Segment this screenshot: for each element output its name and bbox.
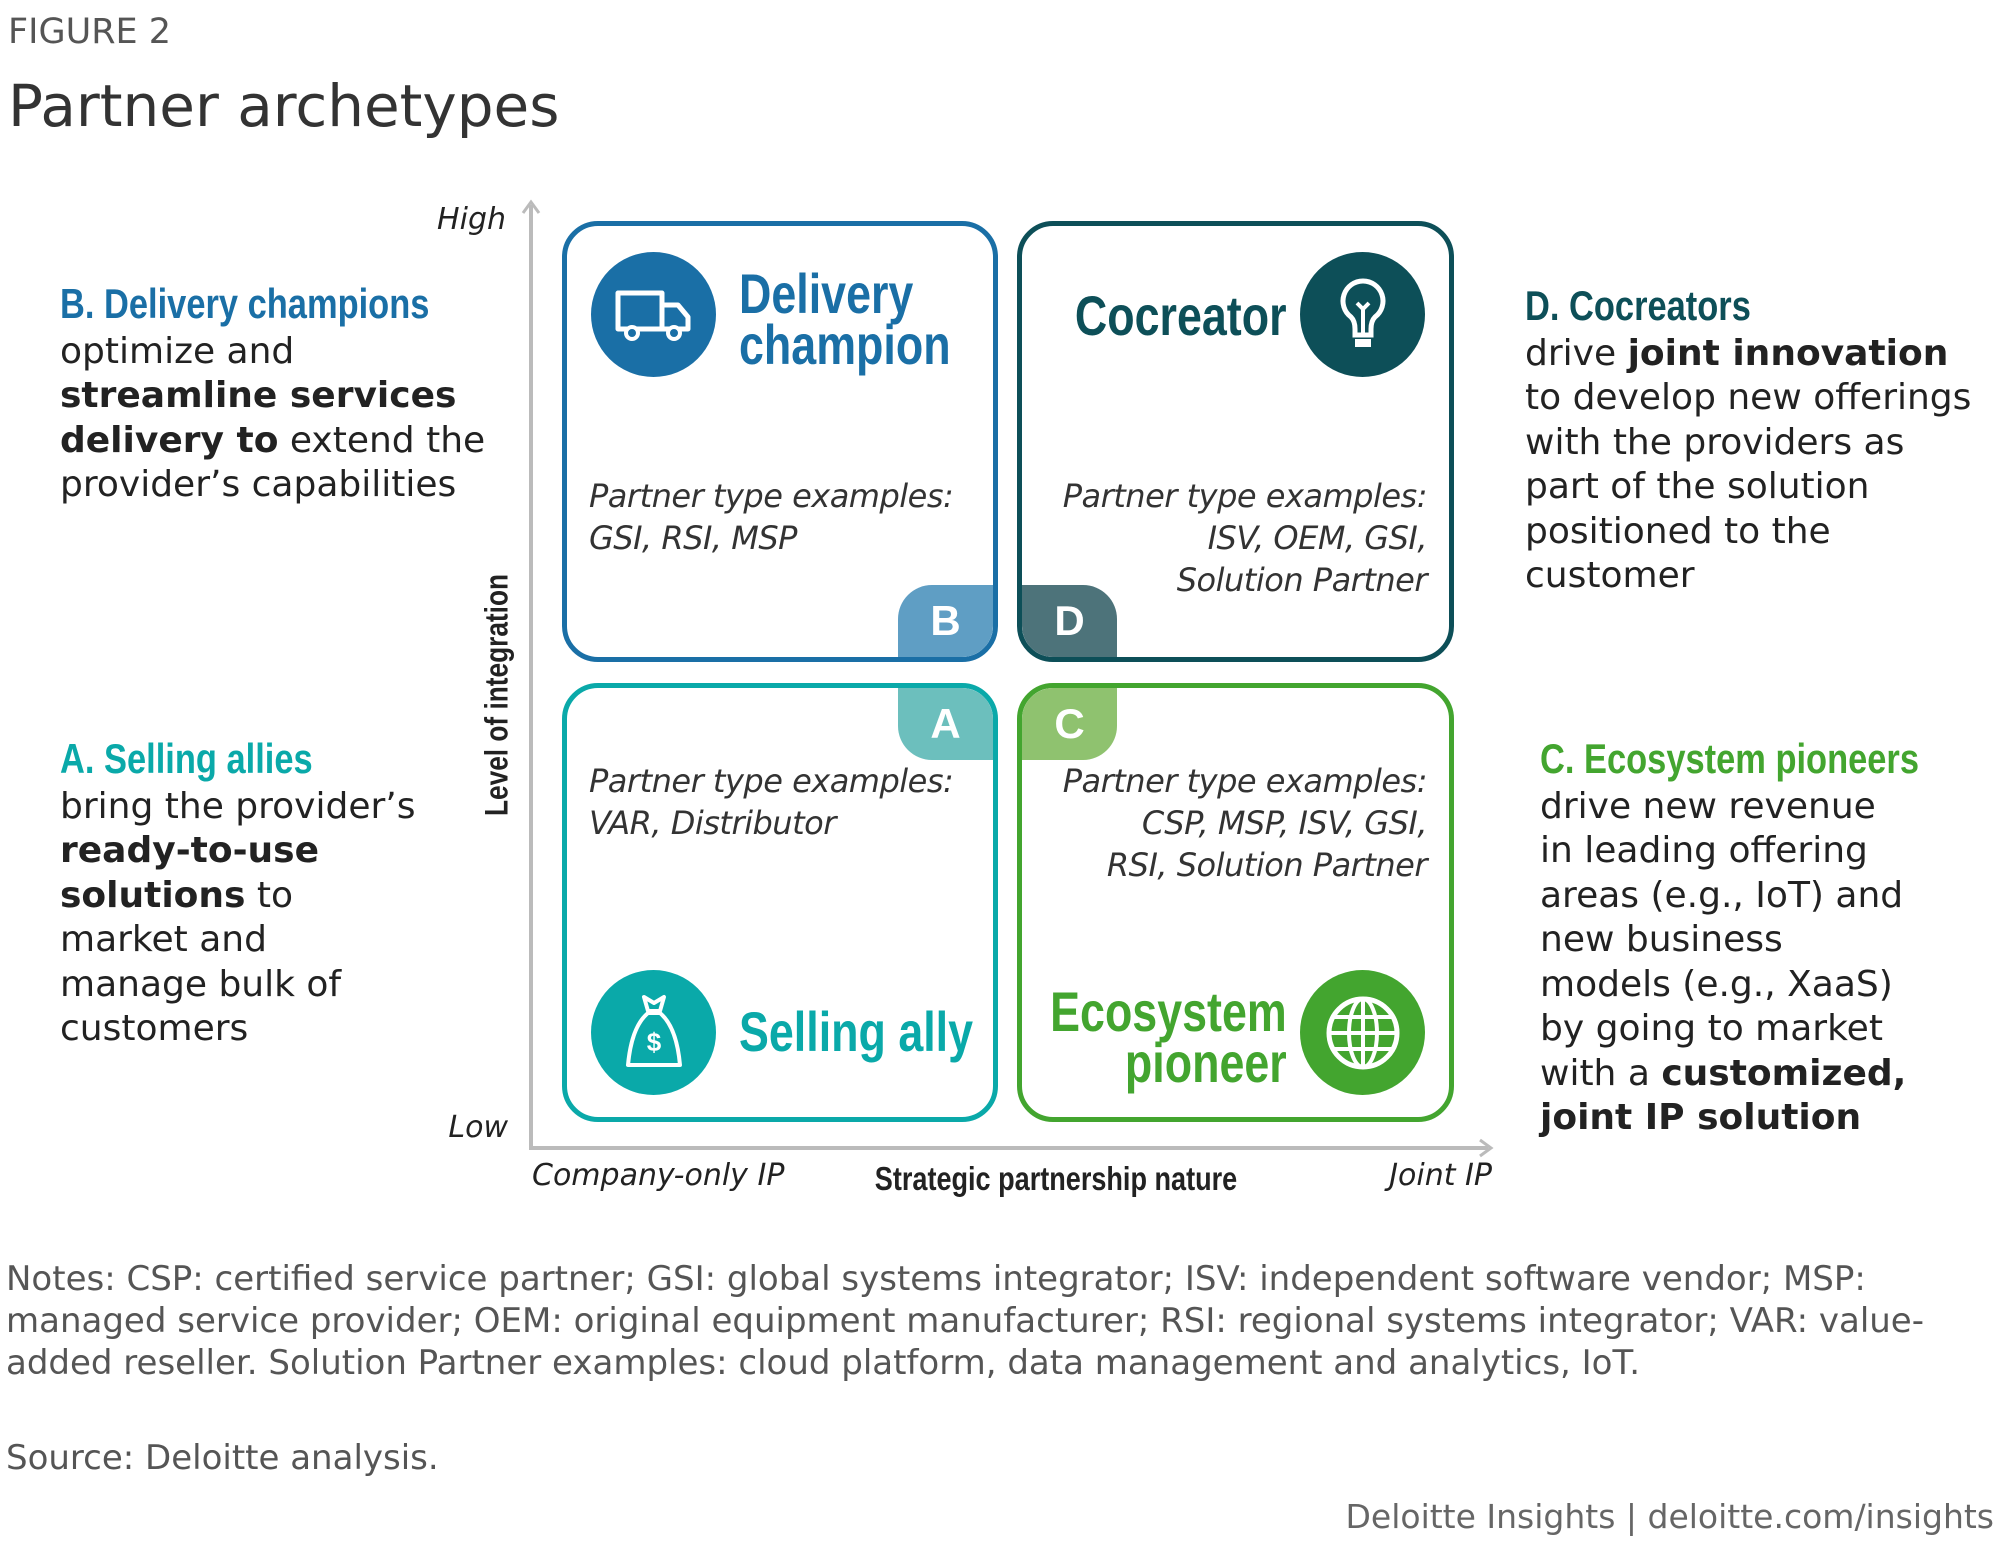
badge-b: B xyxy=(898,585,993,657)
description-c: C. Ecosystem pioneers drive new revenue … xyxy=(1540,736,1919,1141)
examples-label: Partner type examples: xyxy=(589,477,954,515)
quadrant-selling-ally: A Partner type examples: VAR, Distributor… xyxy=(562,683,998,1122)
globe-icon xyxy=(1300,970,1425,1095)
examples-line: CSP, MSP, ISV, GSI, xyxy=(1141,804,1428,842)
figure-label: FIGURE 2 xyxy=(8,12,172,52)
y-axis-title-text: Level of integration xyxy=(478,573,515,817)
description-text: optimize and xyxy=(60,330,295,372)
money-bag-icon: $ xyxy=(591,970,716,1095)
notes: Notes: CSP: certified service partner; G… xyxy=(6,1259,1924,1383)
quadrant-cocreator: Cocreator Partner type examples: ISV, OEM… xyxy=(1017,221,1454,662)
x-axis-title-text: Strategic partnership nature xyxy=(874,1160,1238,1197)
description-text: drive xyxy=(1525,332,1628,374)
examples-line: ISV, OEM, GSI, xyxy=(1207,519,1428,557)
quadrant-ecosystem-pioneer: C Partner type examples: CSP, MSP, ISV, G… xyxy=(1017,683,1454,1122)
title-line: champion xyxy=(739,313,951,376)
title-line: Ecosystem xyxy=(1050,980,1287,1043)
quadrant-title: Cocreator xyxy=(1075,284,1287,347)
badge-c: C xyxy=(1022,688,1117,760)
truck-icon xyxy=(591,252,716,377)
title-line: Delivery xyxy=(739,262,914,325)
description-text: extend the provider’s capabilities xyxy=(60,419,486,506)
description-d: D. Cocreators drive joint innovation to … xyxy=(1525,282,1975,599)
description-b-heading: B. Delivery champions xyxy=(60,280,430,327)
description-text: to market and manage bulk of customers xyxy=(60,874,342,1050)
badge-d: D xyxy=(1022,585,1117,657)
description-a-heading: A. Selling allies xyxy=(60,735,313,782)
x-right-label: Joint IP xyxy=(1389,1158,1492,1193)
x-left-label: Company-only IP xyxy=(532,1158,785,1193)
x-axis-arrow xyxy=(1479,1138,1494,1158)
partner-examples: Partner type examples: GSI, RSI, MSP xyxy=(589,475,954,559)
svg-text:$: $ xyxy=(646,1027,661,1057)
examples-label: Partner type examples: xyxy=(1062,762,1428,800)
examples-line: RSI, Solution Partner xyxy=(1106,846,1428,884)
description-text: to develop new offerings with the provid… xyxy=(1525,377,1972,596)
partner-examples: Partner type examples: CSP, MSP, ISV, GSI… xyxy=(1062,760,1428,886)
x-axis-title: Strategic partnership nature xyxy=(835,1160,1277,1198)
description-b: B. Delivery champions optimize and strea… xyxy=(60,280,500,508)
description-text: bring the provider’s xyxy=(60,785,416,827)
y-axis-arrow xyxy=(521,199,541,214)
y-low-label: Low xyxy=(448,1110,508,1145)
description-bold: ready-to-use solutions xyxy=(60,830,319,916)
quadrant-title: Selling ally xyxy=(739,1000,974,1063)
description-d-heading: D. Cocreators xyxy=(1525,282,1751,329)
description-bold: streamline services delivery to xyxy=(60,375,457,461)
y-high-label: High xyxy=(437,202,506,237)
description-bold: joint innovation xyxy=(1627,332,1949,374)
description-text: drive new revenue in leading offering ar… xyxy=(1540,785,1904,1094)
examples-line: GSI, RSI, MSP xyxy=(589,519,797,557)
description-c-heading: C. Ecosystem pioneers xyxy=(1540,735,1919,782)
lightbulb-icon xyxy=(1300,252,1425,377)
title-line: pioneer xyxy=(1125,1031,1287,1094)
y-axis-title: Level of integration xyxy=(479,547,516,842)
description-bold: customized, joint IP solution xyxy=(1540,1052,1907,1139)
page-title: Partner archetypes xyxy=(8,72,560,140)
partner-examples: Partner type examples: VAR, Distributor xyxy=(589,760,954,844)
badge-a: A xyxy=(898,688,993,760)
description-a: A. Selling allies bring the provider’s r… xyxy=(60,735,420,1052)
partner-examples: Partner type examples: ISV, OEM, GSI, Solu… xyxy=(1062,475,1428,601)
examples-line: Solution Partner xyxy=(1176,561,1428,599)
footer-credit: Deloitte Insights | deloitte.com/insight… xyxy=(1345,1497,1995,1536)
examples-label: Partner type examples: xyxy=(589,762,954,800)
examples-line: VAR, Distributor xyxy=(589,804,836,842)
examples-label: Partner type examples: xyxy=(1062,477,1428,515)
source: Source: Deloitte analysis. xyxy=(6,1438,439,1478)
